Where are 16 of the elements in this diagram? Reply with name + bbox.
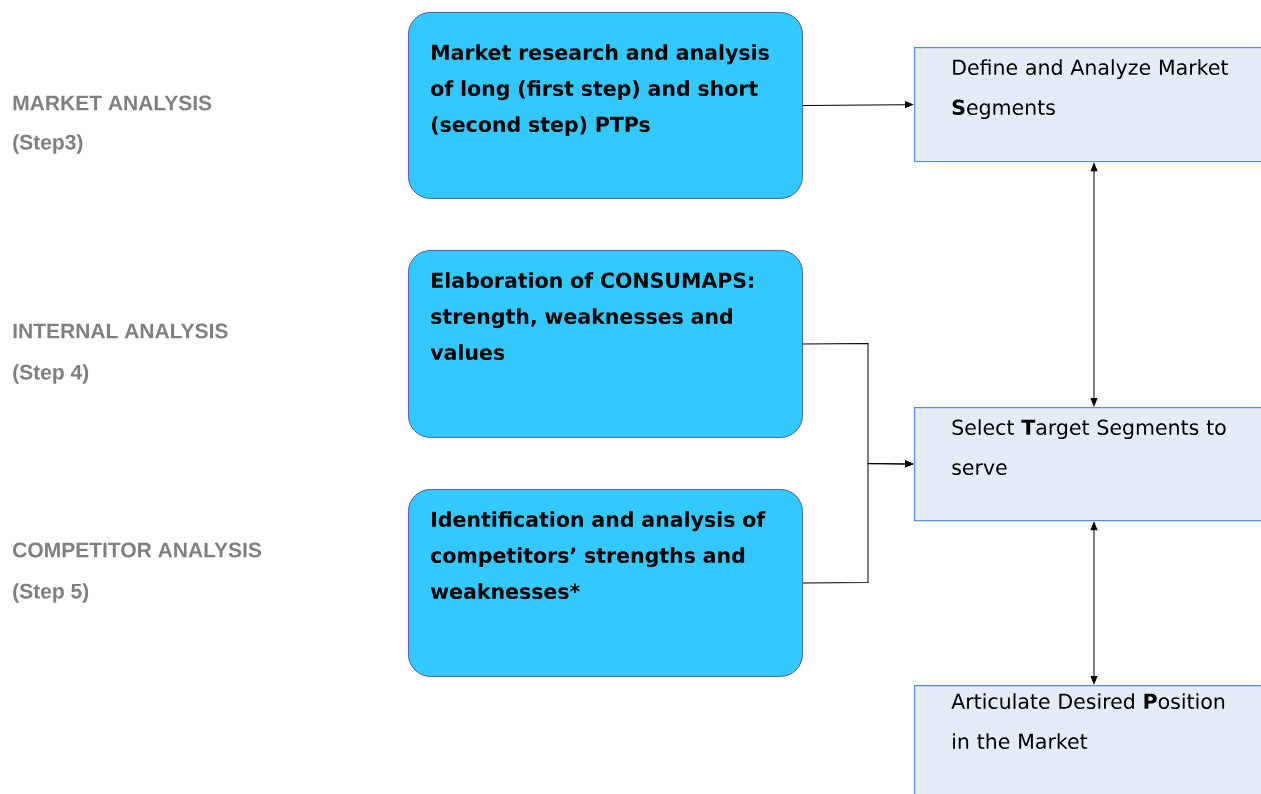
arrow — [802, 101, 914, 109]
side-label: INTERNAL ANALYSIS — [13, 323, 228, 339]
process-box: Identification and analysis of competitors’ strengths and weaknesses* — [408, 489, 803, 677]
step-box: Define and Analyze Market Segments — [914, 47, 1261, 163]
step-box: Articulate Desired Position in the Market — [914, 685, 1261, 794]
side-label: MARKET ANALYSIS — [13, 95, 212, 111]
process-box: Elaboration of CONSUMAPS: strength, weaknesses and values — [408, 250, 803, 438]
arrow — [1090, 163, 1098, 407]
process-box: Market research and analysis of long (first step) and short (second step) PTPs — [408, 12, 803, 199]
side-label: (Step 5) — [13, 583, 89, 603]
step-box: Select Target Segments to serve — [914, 407, 1261, 522]
side-label: (Step 4) — [13, 364, 89, 384]
arrow — [1090, 522, 1098, 685]
side-label: COMPETITOR ANALYSIS — [13, 542, 262, 558]
side-label: (Step3) — [13, 134, 83, 154]
arrow — [802, 460, 914, 584]
